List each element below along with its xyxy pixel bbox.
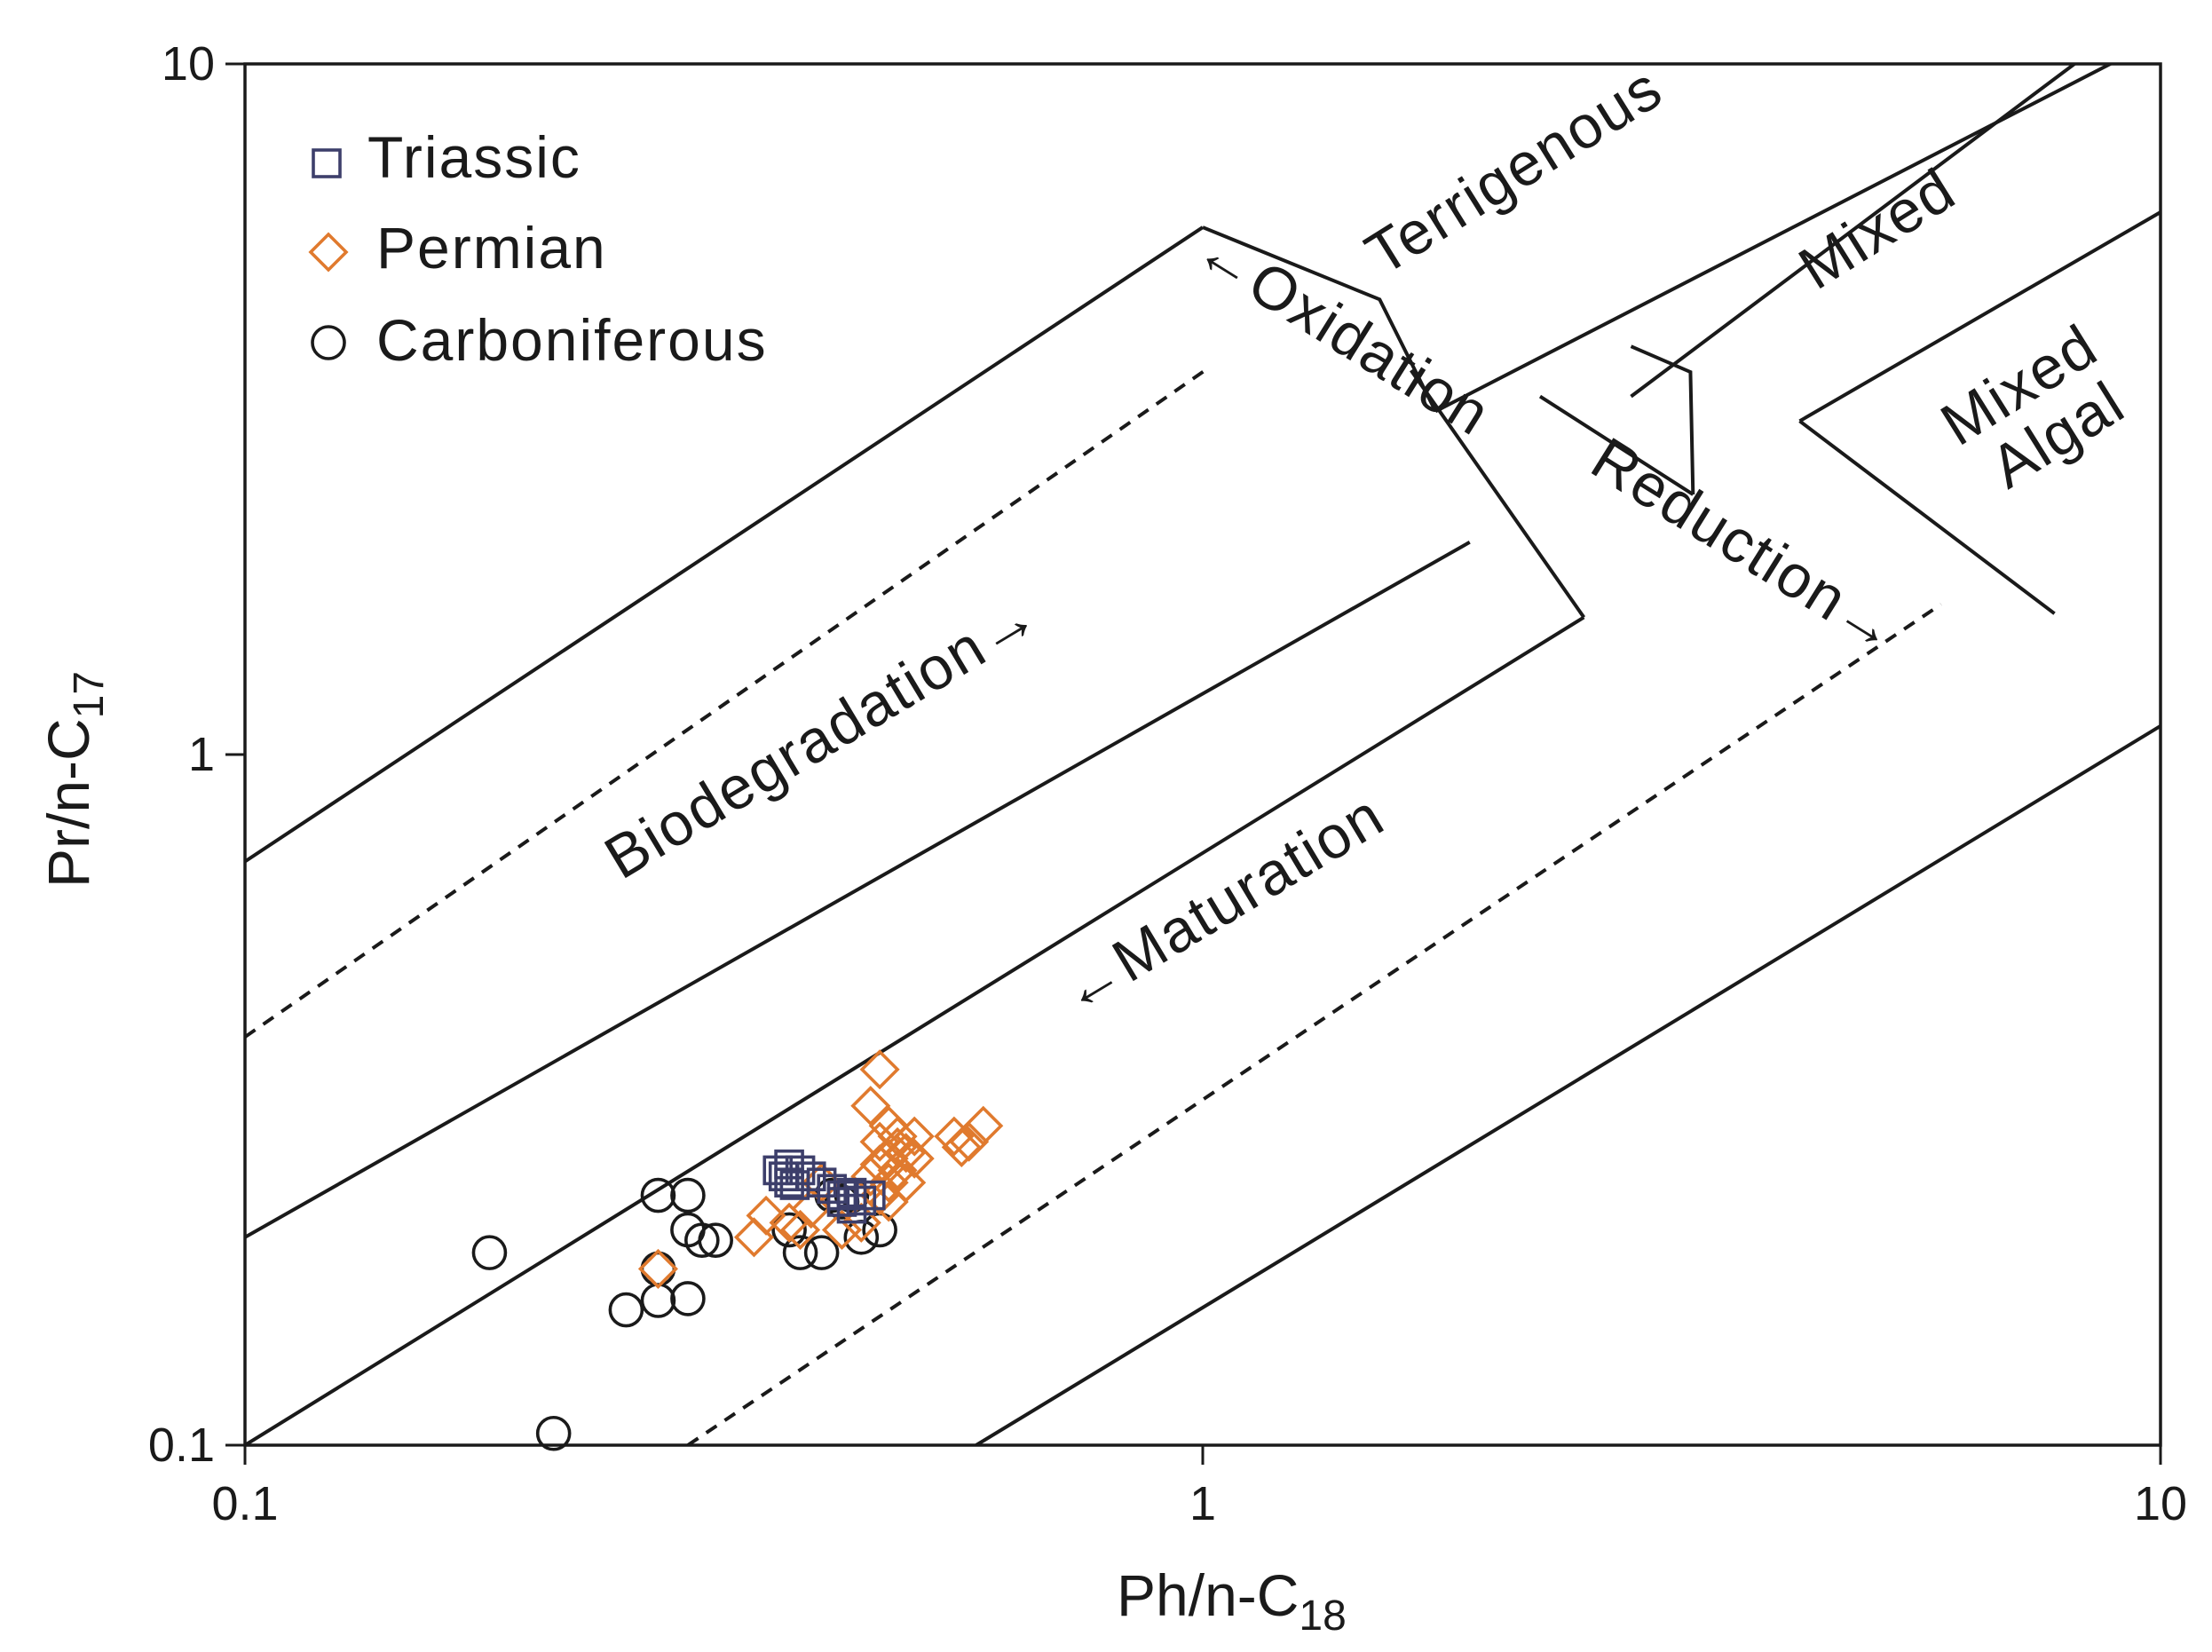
y-axis-title: Pr/n-C17 [36,671,113,888]
zone-boundary-line [1630,64,2078,399]
data-point-circle [471,1235,508,1270]
zone-boundary-line [1798,210,2161,423]
legend: Triassic Permian Carboniferous [308,124,768,373]
data-point-circle [670,1177,706,1213]
data-point-diamond [859,1175,900,1216]
zone-separator-line [1410,369,1586,619]
y-axis-ticks: 0.1 1 10 [148,37,245,1472]
zone-label-maturation: ←Maturation [1048,781,1396,1027]
zone-separator-line [1202,225,1438,413]
y-tick-label: 10 [162,37,215,91]
data-point-circle [782,1235,818,1270]
data-point-circle [535,1415,572,1451]
data-point-diamond [769,1202,810,1243]
data-point-diamond [963,1105,1004,1146]
data-point-diamond [868,1182,909,1222]
data-point-diamond [850,1086,891,1126]
data-point-circle [640,1251,676,1287]
data-point-diamond [894,1138,935,1179]
zone-label-mixed: Mixed [1788,155,1968,303]
data-point-diamond [877,1150,918,1190]
data-point-square [836,1193,867,1224]
y-tick-label: 1 [188,728,215,781]
data-point-circle [803,1235,840,1270]
zone-boundary-dashed-line [245,364,1213,1039]
legend-label-carboniferous: Carboniferous [376,307,768,373]
zone-label-reduction: Reduction→ [1580,424,1913,667]
legend-symbol-diamond [308,232,349,273]
data-point-diamond [941,1126,982,1167]
data-points [471,1049,1004,1451]
data-point-circle [608,1292,644,1328]
legend-marker-permian [308,232,349,273]
zone-boundary-line [1434,64,2114,414]
legend-label-triassic: Triassic [367,124,581,190]
zone-boundary-line [245,615,1585,1445]
zone-separator-line [1798,419,2056,615]
data-point-square [774,1167,804,1198]
zone-boundary-dashed-line [686,603,1942,1445]
data-point-circle [698,1222,733,1258]
interpretation-zones [245,64,2161,1445]
zone-boundary-line [245,225,1205,864]
legend-marker-triassic [312,148,342,178]
legend-marker-carboniferous [311,325,346,360]
data-point-circle [640,1283,676,1318]
data-point-diamond [821,1209,863,1251]
data-point-square [836,1177,867,1208]
data-point-circle [684,1222,720,1258]
legend-symbol-circle [311,325,346,360]
data-point-diamond [859,1049,900,1090]
data-point-diamond [868,1162,909,1203]
data-point-square [846,1185,877,1216]
zone-separator-line [1538,394,1695,496]
data-point-diamond [780,1209,821,1251]
data-point-circle [640,1177,676,1213]
y-tick-label: 0.1 [148,1419,215,1472]
x-tick-label: 10 [2134,1477,2187,1530]
data-point-diamond [733,1217,775,1258]
zone-label-biodegradation: Biodegradation→ [594,581,1051,892]
data-point-circle [670,1281,706,1316]
legend-symbol-square [312,148,342,178]
data-point-diamond [894,1116,935,1157]
zone-label-oxidation: ←Oxidation [1184,215,1503,448]
legend-label-permian: Permian [376,215,607,281]
data-point-diamond [934,1116,975,1157]
zone-label-terrigenous: Terrigenous [1355,53,1674,288]
zone-boundary-line [975,724,2161,1445]
x-tick-label: 1 [1189,1477,1216,1530]
x-axis-ticks: 0.1 1 10 [211,1445,2187,1530]
data-point-circle [771,1212,807,1248]
data-point-diamond [637,1248,678,1289]
zone-boundary-line [245,541,1471,1239]
x-axis-title: Ph/n-C18 [1117,1562,1347,1640]
data-point-square [826,1187,857,1217]
x-tick-label: 0.1 [211,1477,278,1530]
zone-separator-line [1630,344,1695,495]
